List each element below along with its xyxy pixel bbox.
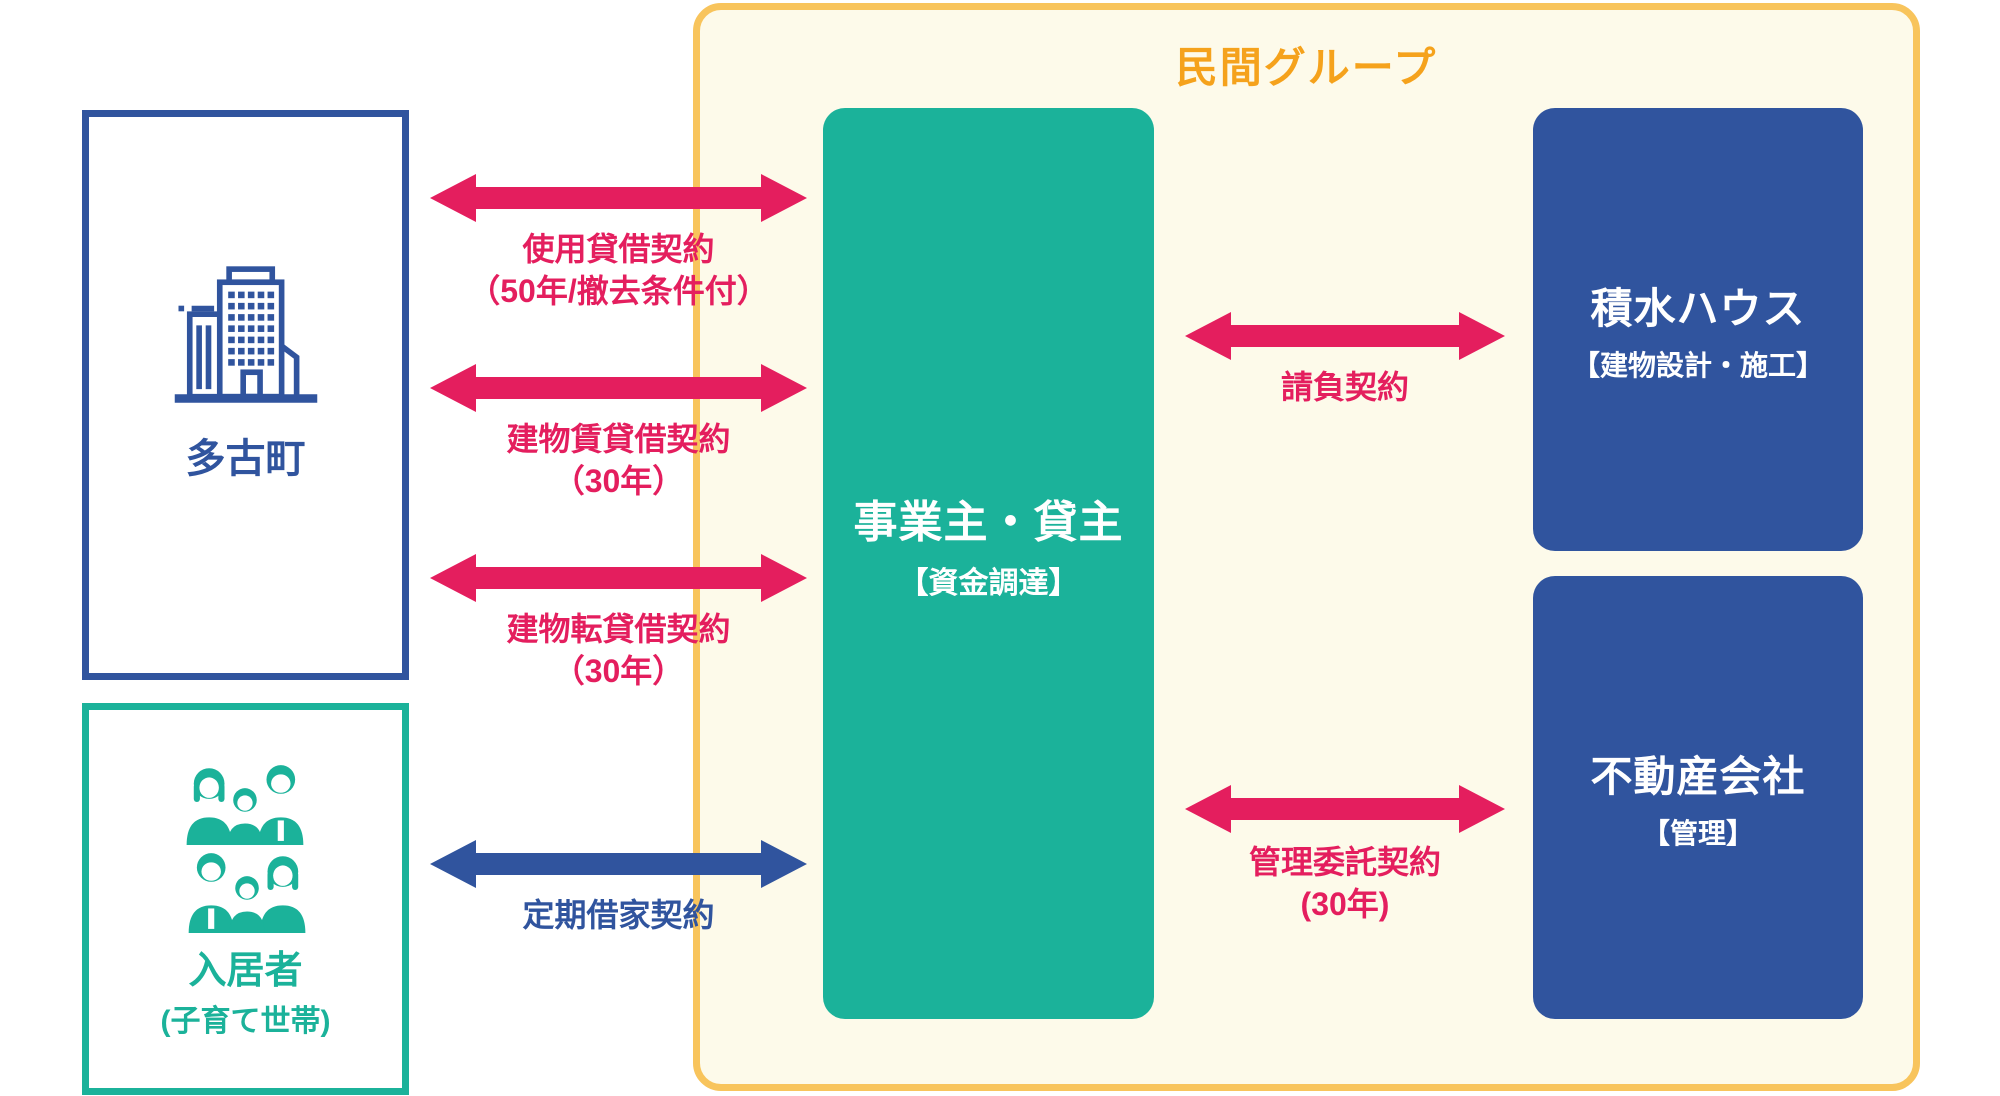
arrow-label-line1: 管理委託契約 [1248,844,1441,880]
arrow-label-construction-contract: 請負契約 [1185,366,1505,408]
arrow-label-line2: （30年） [552,653,685,689]
arrow-label-line1: 建物転貸借契約 [506,611,731,647]
node-residents: 入居者 (子育て世帯) [82,703,409,1095]
sekisui-label: 積水ハウス [1590,285,1806,332]
arrow-right-head-icon [1459,785,1505,833]
residents-sublabel: (子育て世帯) [160,1004,331,1038]
arrow-left-head-icon [1185,312,1231,360]
private-group-title: 民間グループ [1175,44,1438,91]
arrow-label-management-entrust-contract: 管理委託契約 (30年) [1185,841,1505,925]
arrow-left-head-icon [430,364,476,412]
owner-sublabel: 【資金調達】 [898,566,1079,600]
owner-label: 事業主・貸主 [853,497,1124,547]
sekisui-sublabel: 【建物設計・施工】 [1571,350,1824,381]
arrow-left-head-icon [1185,785,1231,833]
arrow-left-head-icon [430,840,476,888]
tako-town-label: 多古町 [185,437,306,481]
realestate-sublabel: 【管理】 [1641,818,1754,849]
arrow-right-head-icon [1459,312,1505,360]
arrow-management-entrust-contract [1185,785,1505,833]
node-tako-town: 多古町 [82,110,409,680]
arrow-label-building-sublease-contract: 建物転貸借契約 （30年） [430,608,807,692]
arrow-label-fixed-term-housing-contract: 定期借家契約 [430,894,807,936]
arrow-left-head-icon [430,174,476,222]
government-building-icon [171,256,321,406]
arrow-label-line1: 建物賃貸借契約 [506,421,731,457]
arrow-right-head-icon [761,840,807,888]
arrow-right-head-icon [761,174,807,222]
arrow-label-use-loan-contract: 使用貸借契約 （50年/撤去条件付） [430,228,807,312]
arrow-right-head-icon [761,554,807,602]
family-icon-top [131,759,361,845]
arrow-shaft [476,187,761,209]
arrow-construction-contract [1185,312,1505,360]
arrow-building-lease-contract [430,364,807,412]
arrow-left-head-icon [430,554,476,602]
realestate-label: 不動産会社 [1590,753,1806,800]
arrow-use-loan-contract [430,174,807,222]
node-owner-lessor: 事業主・貸主 【資金調達】 [823,108,1154,1019]
residents-label: 入居者 [188,949,303,992]
node-realestate-company: 不動産会社 【管理】 [1533,576,1863,1019]
arrow-label-line2: （30年） [552,463,685,499]
arrow-shaft [476,567,761,589]
arrow-shaft [1231,798,1459,820]
arrow-shaft [1231,325,1459,347]
arrow-fixed-term-housing-contract [430,840,807,888]
arrow-label-line2: (30年) [1300,886,1390,922]
arrow-label-line2: （50年/撤去条件付） [468,273,769,309]
arrow-label-building-lease-contract: 建物賃貸借契約 （30年） [430,418,807,502]
arrow-label-line1: 請負契約 [1280,369,1409,405]
arrow-right-head-icon [761,364,807,412]
node-sekisui-house: 積水ハウス 【建物設計・施工】 [1533,108,1863,551]
arrow-label-line1: 使用貸借契約 [522,231,715,267]
arrow-building-sublease-contract [430,554,807,602]
arrow-label-line1: 定期借家契約 [522,897,715,933]
family-icon-bottom [131,847,361,933]
arrow-shaft [476,853,761,875]
arrow-shaft [476,377,761,399]
